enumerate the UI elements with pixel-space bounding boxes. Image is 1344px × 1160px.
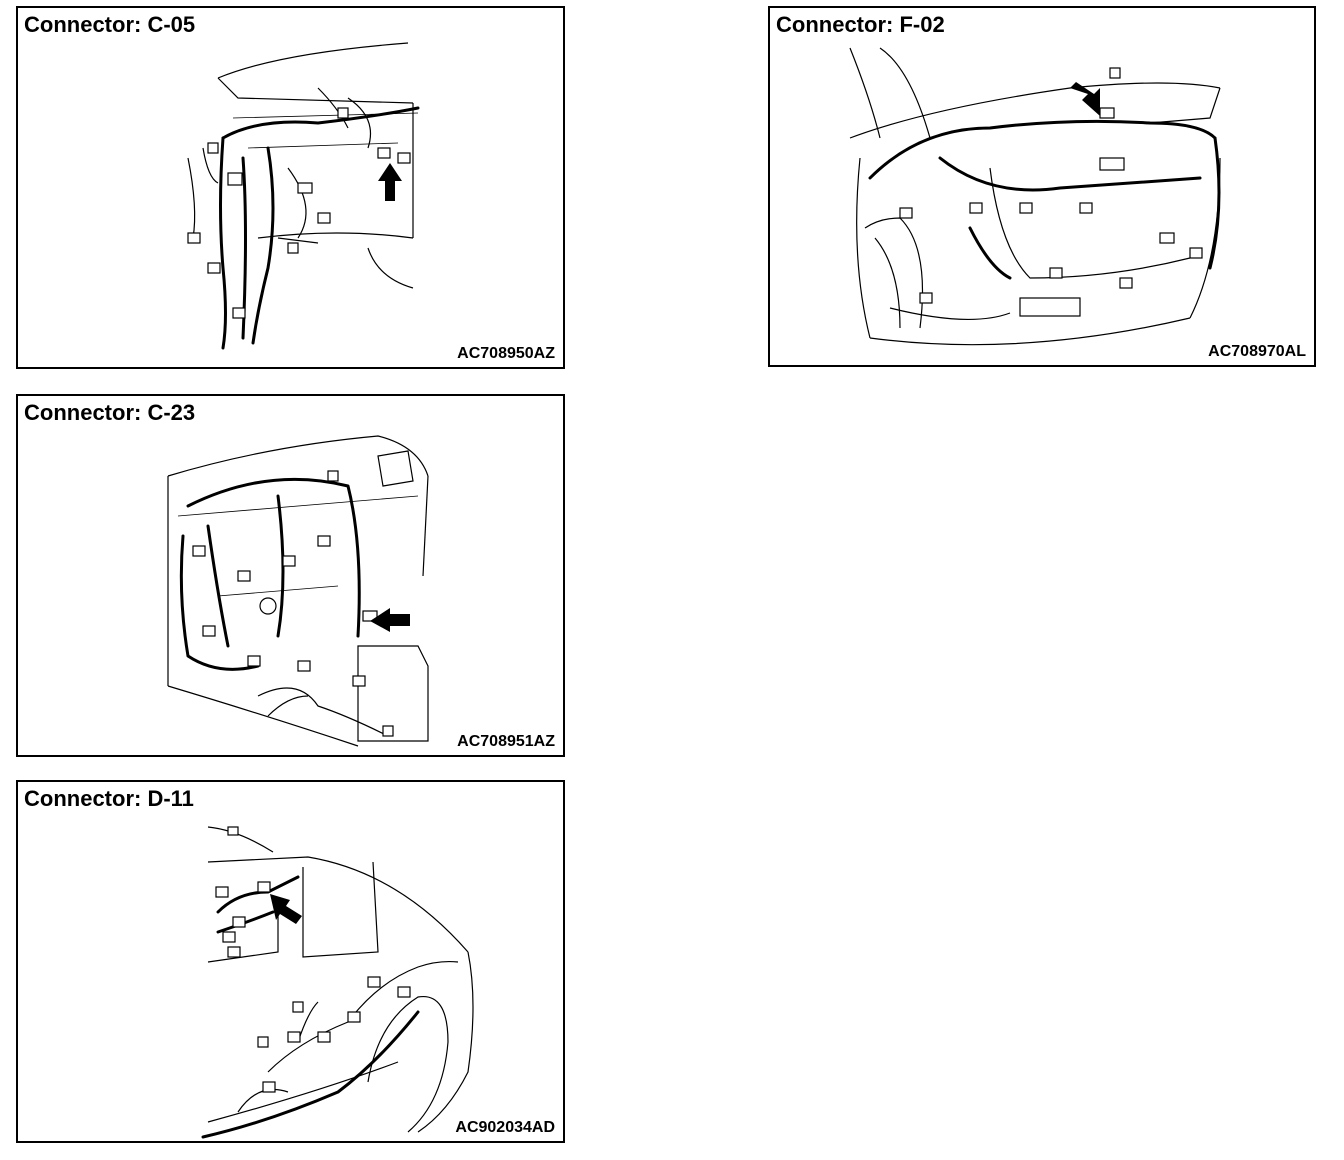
panel-code: AC708970AL <box>1208 343 1306 360</box>
connector-panel-c05: Connector: C-05 AC708950AZ <box>16 6 565 369</box>
console-harness-illustration <box>167 435 429 747</box>
connector-panel-d11: Connector: D-11 AC902034AD <box>16 780 565 1143</box>
connector-panel-c23: Connector: C-23 AC708951AZ <box>16 394 565 757</box>
dashboard-harness-illustration <box>187 42 420 350</box>
panel-title: Connector: C-05 <box>24 12 196 37</box>
panel-title: Connector: D-11 <box>24 786 194 811</box>
panel-title: Connector: F-02 <box>776 12 945 37</box>
panel-code: AC708950AZ <box>457 345 555 362</box>
body-side-harness-illustration <box>201 826 474 1139</box>
trunk-harness-illustration <box>849 47 1221 346</box>
connector-panel-f02: Connector: F-02 AC708970AL <box>768 6 1316 367</box>
panel-code: AC708951AZ <box>457 733 555 750</box>
panel-code: AC902034AD <box>455 1119 555 1136</box>
panel-title: Connector: C-23 <box>24 400 196 425</box>
